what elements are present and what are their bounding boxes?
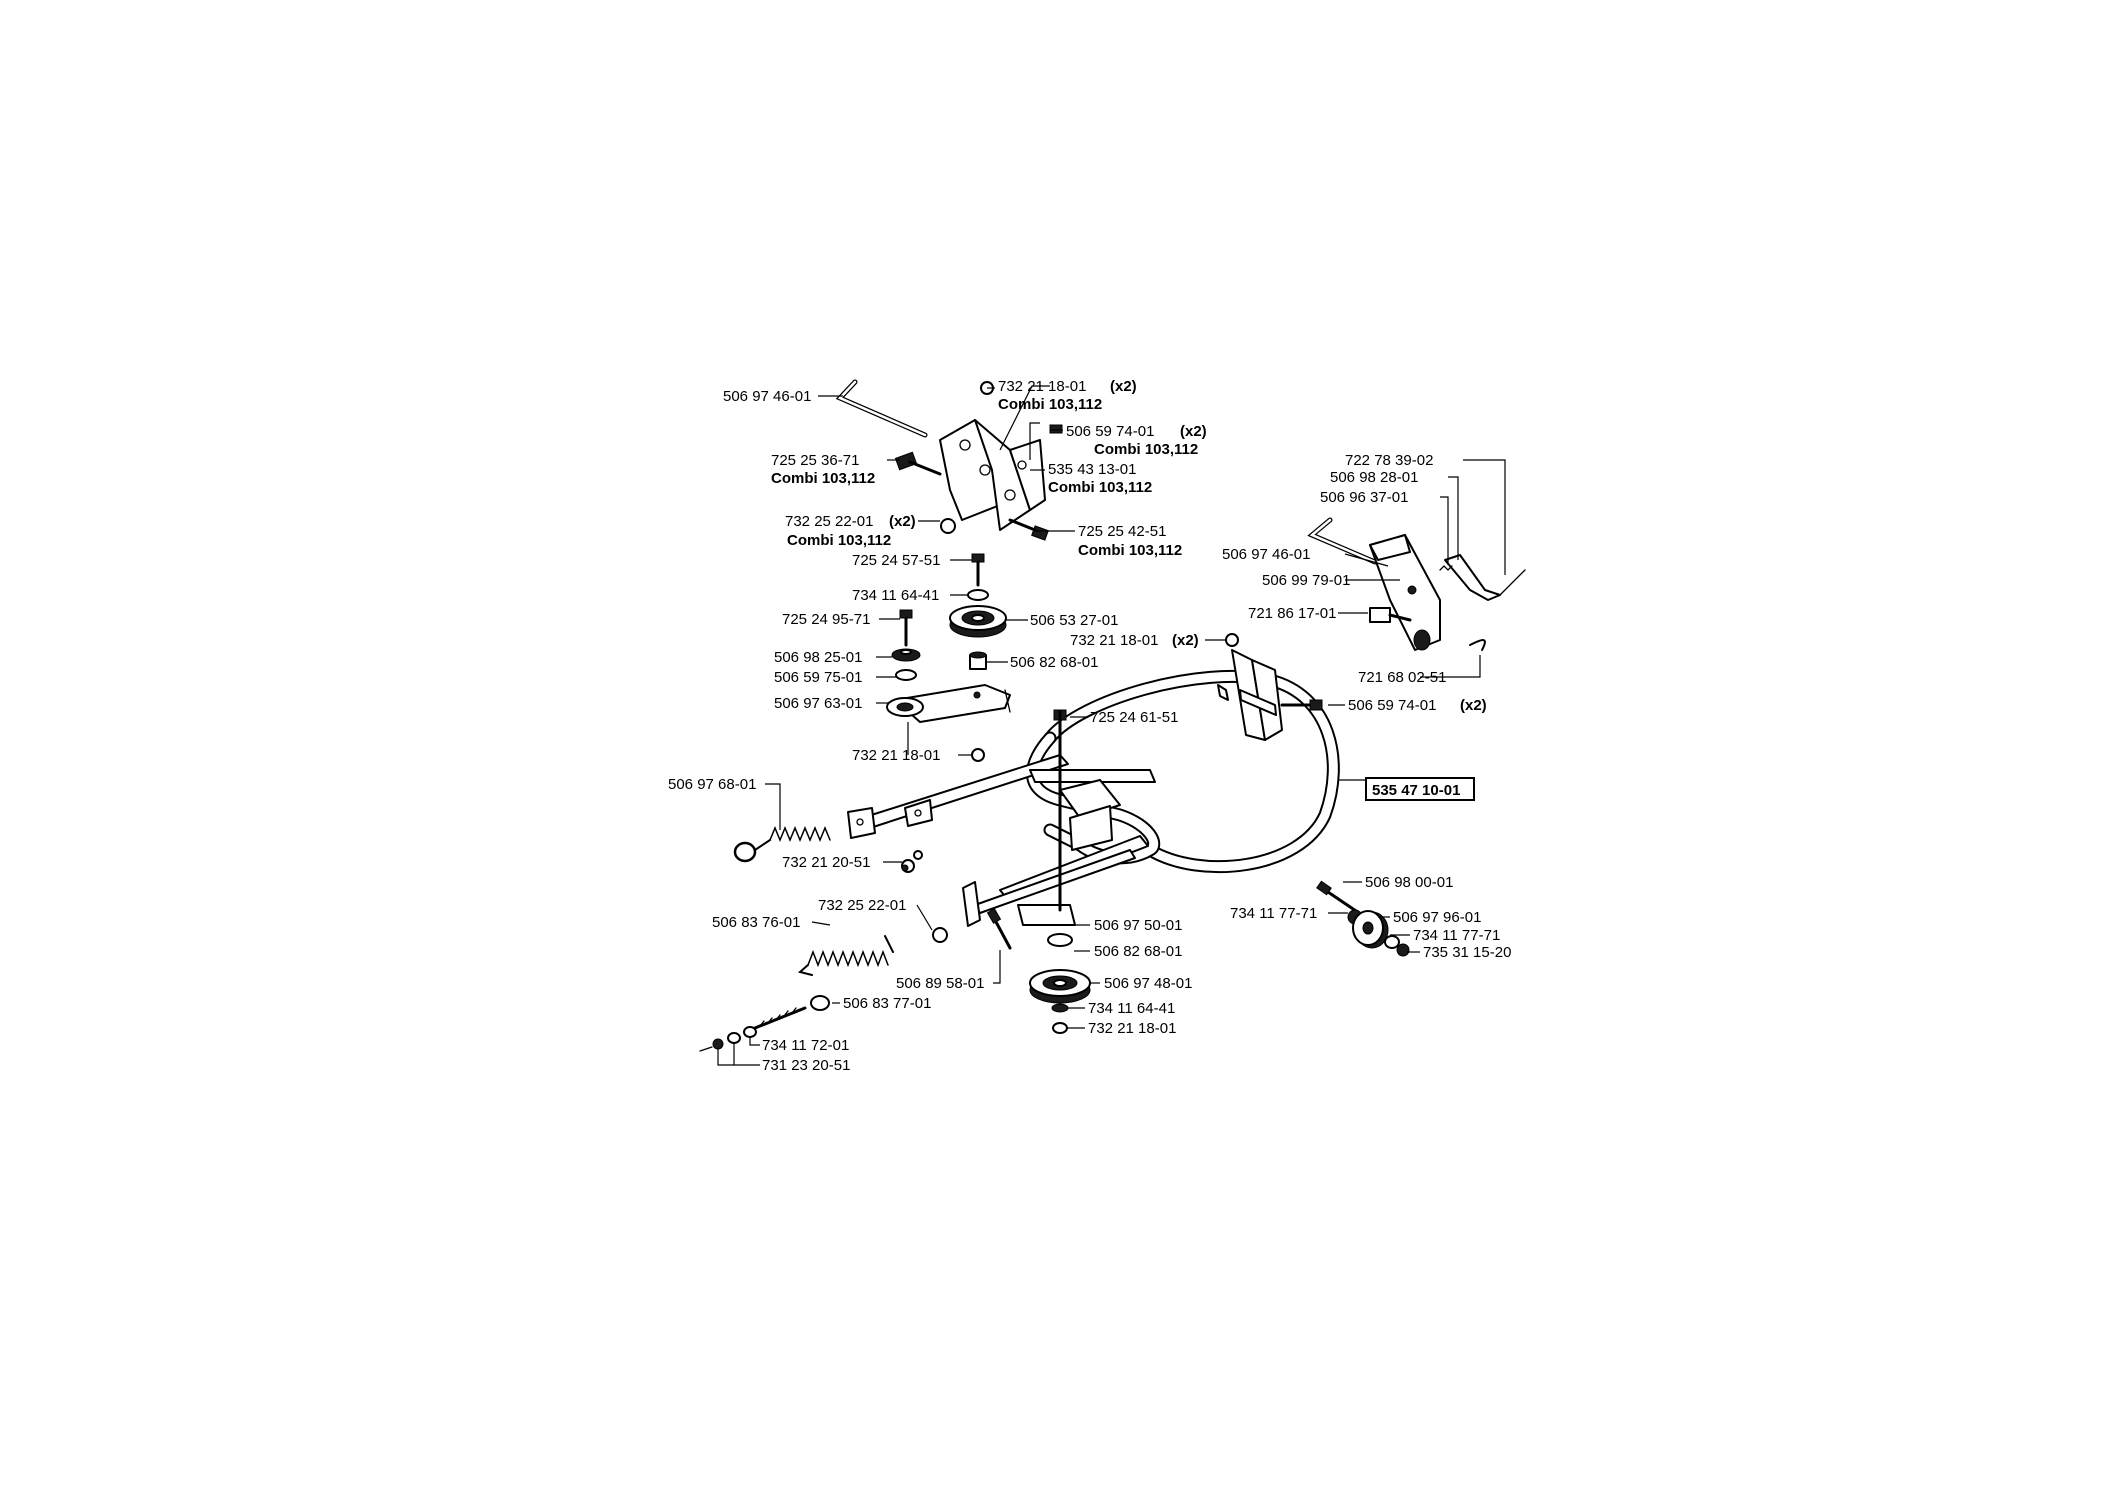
wheel-assembly-drawing bbox=[1316, 880, 1410, 957]
label-734-11-77-71-a: 734 11 77-71 bbox=[1230, 905, 1317, 922]
main-part-box bbox=[1365, 777, 1475, 801]
label-506-97-96-01: 506 97 96-01 bbox=[1393, 909, 1481, 926]
label-506-83-77-01: 506 83 77-01 bbox=[843, 995, 931, 1012]
label-721-68-02-51: 721 68 02-51 bbox=[1358, 669, 1446, 686]
label-506-97-63-01: 506 97 63-01 bbox=[774, 695, 862, 712]
label-506-89-58-01: 506 89 58-01 bbox=[896, 975, 984, 992]
label-506-97-48-01: 506 97 48-01 bbox=[1104, 975, 1192, 992]
label-506-59-75-01: 506 59 75-01 bbox=[774, 669, 862, 686]
label-506-98-00-01: 506 98 00-01 bbox=[1365, 874, 1453, 891]
upper-bracket-drawing bbox=[835, 379, 1063, 541]
label-725-24-57-51: 725 24 57-51 bbox=[852, 552, 940, 569]
spring-bottom-drawing bbox=[699, 935, 894, 1052]
label-506-97-68-01: 506 97 68-01 bbox=[668, 776, 756, 793]
label-506-97-50-01: 506 97 50-01 bbox=[1094, 917, 1182, 934]
label-734-11-64-41-top: 734 11 64-41 bbox=[852, 587, 939, 604]
label-734-11-77-71-b: 734 11 77-71 bbox=[1413, 927, 1500, 944]
label-725-25-42-51: 725 25 42-51 bbox=[1078, 523, 1166, 540]
label-combi-5: Combi 103,112 bbox=[787, 532, 891, 549]
label-506-98-25-01: 506 98 25-01 bbox=[774, 649, 862, 666]
label-734-11-64-41-bot: 734 11 64-41 bbox=[1088, 1000, 1175, 1017]
label-506-59-74-01-top: 506 59 74-01 bbox=[1066, 423, 1154, 440]
label-combi-1: Combi 103,112 bbox=[998, 396, 1102, 413]
label-506-96-37-01: 506 96 37-01 bbox=[1320, 489, 1408, 506]
label-506-99-79-01: 506 99 79-01 bbox=[1262, 572, 1350, 589]
label-725-25-36-71: 725 25 36-71 bbox=[771, 452, 859, 469]
label-732-21-18-01-bot: 732 21 18-01 bbox=[1088, 1020, 1176, 1037]
spring-top-drawing bbox=[733, 826, 923, 873]
label-732-21-18-01-top: 732 21 18-01 bbox=[998, 378, 1086, 395]
label-506-97-46-01-b: 506 97 46-01 bbox=[1222, 546, 1310, 563]
label-x2-3: (x2) bbox=[889, 513, 916, 530]
label-725-24-95-71: 725 24 95-71 bbox=[782, 611, 870, 628]
label-506-53-27-01: 506 53 27-01 bbox=[1030, 612, 1118, 629]
part-labels: 506 97 46-01 732 21 18-01 (x2) Combi 103… bbox=[668, 378, 1511, 1074]
label-732-21-18-01-right: 732 21 18-01 bbox=[1070, 632, 1158, 649]
label-combi-3: Combi 103,112 bbox=[771, 470, 875, 487]
label-x2-1: (x2) bbox=[1110, 378, 1137, 395]
label-725-24-61-51: 725 24 61-51 bbox=[1090, 709, 1178, 726]
label-721-86-17-01: 721 86 17-01 bbox=[1248, 605, 1336, 622]
main-frame-drawing bbox=[847, 649, 1340, 927]
label-x2-2: (x2) bbox=[1180, 423, 1207, 440]
label-722-78-39-02: 722 78 39-02 bbox=[1345, 452, 1433, 469]
label-506-82-68-01-top: 506 82 68-01 bbox=[1010, 654, 1098, 671]
bottom-pulley-drawing bbox=[932, 709, 1091, 1034]
label-732-21-18-01-mid: 732 21 18-01 bbox=[852, 747, 940, 764]
label-735-31-15-20: 735 31 15-20 bbox=[1423, 944, 1511, 961]
label-x2-5: (x2) bbox=[1460, 697, 1487, 714]
top-pulley-drawing bbox=[949, 553, 1007, 670]
label-506-97-46-01-a: 506 97 46-01 bbox=[723, 388, 811, 405]
label-combi-2: Combi 103,112 bbox=[1094, 441, 1198, 458]
label-734-11-72-01: 734 11 72-01 bbox=[762, 1037, 849, 1054]
label-732-25-22-01-top: 732 25 22-01 bbox=[785, 513, 873, 530]
label-535-43-13-01: 535 43 13-01 bbox=[1048, 461, 1136, 478]
label-732-25-22-01-bot: 732 25 22-01 bbox=[818, 897, 906, 914]
pedal-assembly-drawing bbox=[1307, 517, 1526, 651]
idler-arm-drawing bbox=[886, 609, 1011, 762]
label-x2-4: (x2) bbox=[1172, 632, 1199, 649]
label-506-59-74-01-right: 506 59 74-01 bbox=[1348, 697, 1436, 714]
label-506-82-68-01-bot: 506 82 68-01 bbox=[1094, 943, 1182, 960]
label-506-98-28-01: 506 98 28-01 bbox=[1330, 469, 1418, 486]
label-732-21-20-51: 732 21 20-51 bbox=[782, 854, 870, 871]
label-combi-4: Combi 103,112 bbox=[1048, 479, 1152, 496]
label-506-83-76-01: 506 83 76-01 bbox=[712, 914, 800, 931]
label-combi-6: Combi 103,112 bbox=[1078, 542, 1182, 559]
label-535-47-10-01: 535 47 10-01 bbox=[1372, 782, 1460, 799]
label-731-23-20-51: 731 23 20-51 bbox=[762, 1057, 850, 1074]
leader-lines bbox=[717, 385, 1506, 1066]
